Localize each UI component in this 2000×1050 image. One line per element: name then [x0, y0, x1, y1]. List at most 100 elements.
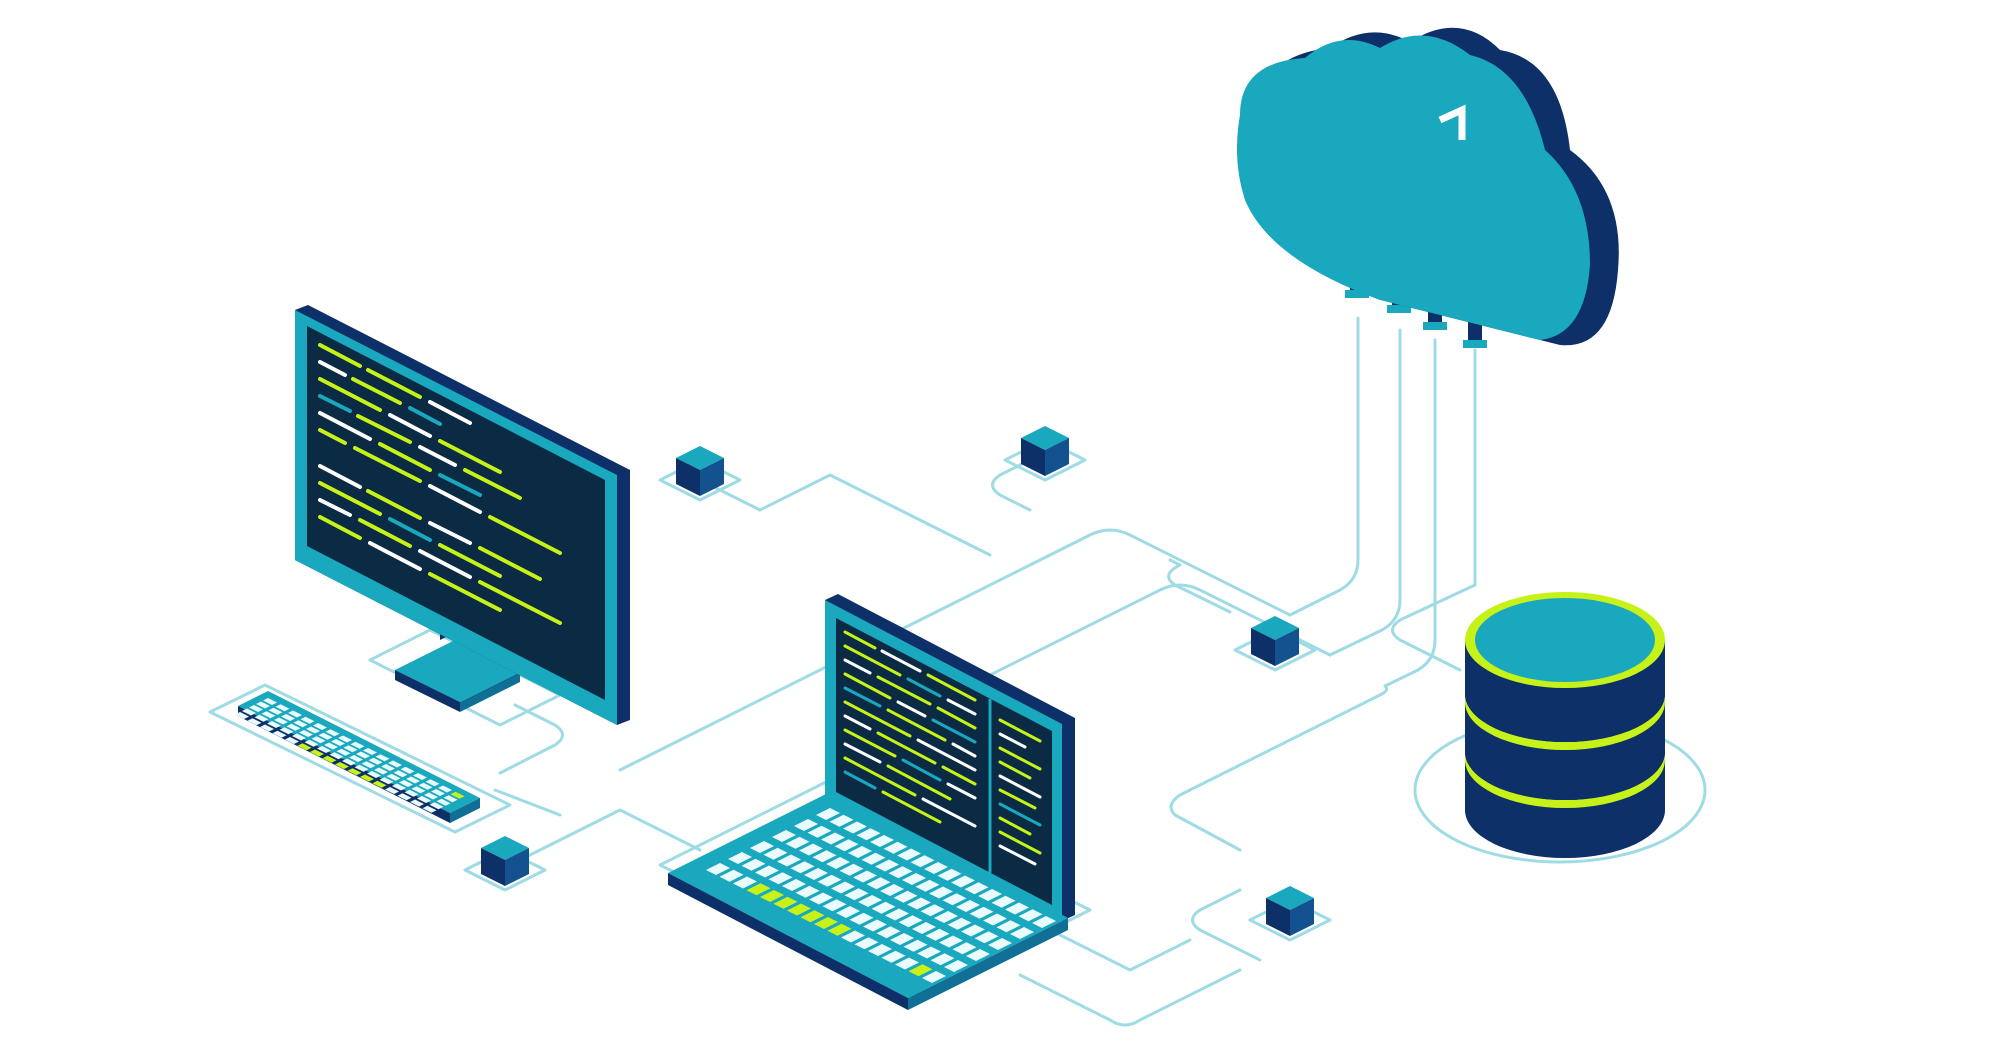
laptop-code-lines — [843, 630, 1042, 866]
connector-cloud-3 — [1383, 338, 1437, 688]
key — [361, 761, 376, 769]
laptop-screen — [836, 618, 1052, 905]
keyboard-platform — [208, 683, 512, 834]
key — [826, 857, 850, 869]
key — [318, 732, 333, 740]
key — [741, 858, 766, 871]
key — [910, 855, 935, 868]
key — [1010, 927, 1034, 939]
keyboard-keys — [235, 698, 465, 813]
connector-keyboard — [493, 788, 562, 817]
key — [338, 735, 352, 743]
key — [991, 895, 1016, 908]
key — [374, 767, 388, 775]
key — [399, 780, 413, 787]
key — [367, 771, 381, 778]
connector-trunk-c — [1169, 684, 1389, 852]
key — [834, 839, 859, 852]
key — [895, 957, 919, 970]
key — [275, 704, 290, 712]
key — [876, 926, 901, 939]
key — [858, 895, 882, 907]
key — [733, 876, 757, 889]
key — [966, 949, 990, 961]
key — [974, 931, 999, 944]
key — [261, 711, 276, 719]
key — [274, 717, 288, 725]
key — [372, 780, 387, 788]
key — [242, 708, 256, 716]
key — [404, 789, 419, 797]
key — [436, 798, 451, 806]
key — [755, 865, 779, 878]
key — [354, 764, 369, 772]
key — [260, 724, 274, 732]
key — [347, 768, 362, 776]
laptop — [668, 594, 1075, 1010]
key — [450, 791, 465, 799]
key — [853, 870, 877, 883]
key — [829, 814, 854, 827]
key — [336, 748, 351, 756]
key — [424, 792, 438, 800]
key — [342, 758, 356, 766]
key — [331, 739, 345, 746]
key — [329, 752, 344, 760]
key — [800, 910, 825, 923]
key — [235, 712, 249, 719]
connector-cube-5 — [1191, 888, 1262, 962]
connector-trunk-a — [618, 528, 1292, 772]
key — [385, 787, 399, 794]
key — [375, 754, 390, 762]
key — [322, 755, 337, 763]
key — [902, 873, 926, 885]
key — [875, 859, 899, 872]
key — [438, 785, 452, 793]
key — [773, 896, 798, 909]
key — [817, 874, 842, 887]
database — [1465, 592, 1665, 858]
key — [790, 861, 815, 874]
key — [772, 830, 796, 842]
key — [866, 877, 891, 890]
key — [881, 950, 906, 963]
key — [814, 917, 838, 929]
key — [804, 868, 828, 880]
key — [937, 868, 962, 881]
key — [349, 755, 363, 762]
key — [247, 718, 262, 726]
key — [988, 938, 1012, 950]
key — [1005, 902, 1029, 915]
key — [856, 828, 881, 841]
key — [794, 819, 818, 831]
key — [816, 808, 840, 820]
key — [956, 900, 980, 912]
key — [912, 922, 936, 934]
key — [300, 716, 315, 724]
key — [763, 847, 788, 860]
key — [888, 866, 913, 879]
key — [443, 795, 458, 803]
cube-icon — [1021, 426, 1069, 476]
key — [431, 789, 445, 796]
key — [952, 942, 977, 955]
key — [317, 746, 331, 753]
key — [293, 720, 308, 728]
key — [777, 854, 801, 867]
key — [379, 777, 394, 785]
key — [360, 774, 374, 782]
key — [425, 779, 440, 787]
key — [310, 749, 324, 757]
key — [413, 773, 427, 780]
key — [942, 893, 967, 906]
key — [863, 919, 887, 932]
key — [836, 906, 860, 918]
key — [930, 953, 955, 966]
key — [335, 762, 349, 769]
key — [809, 892, 833, 905]
key — [1018, 909, 1043, 922]
key — [849, 912, 874, 925]
key — [746, 883, 771, 896]
key — [406, 776, 420, 784]
